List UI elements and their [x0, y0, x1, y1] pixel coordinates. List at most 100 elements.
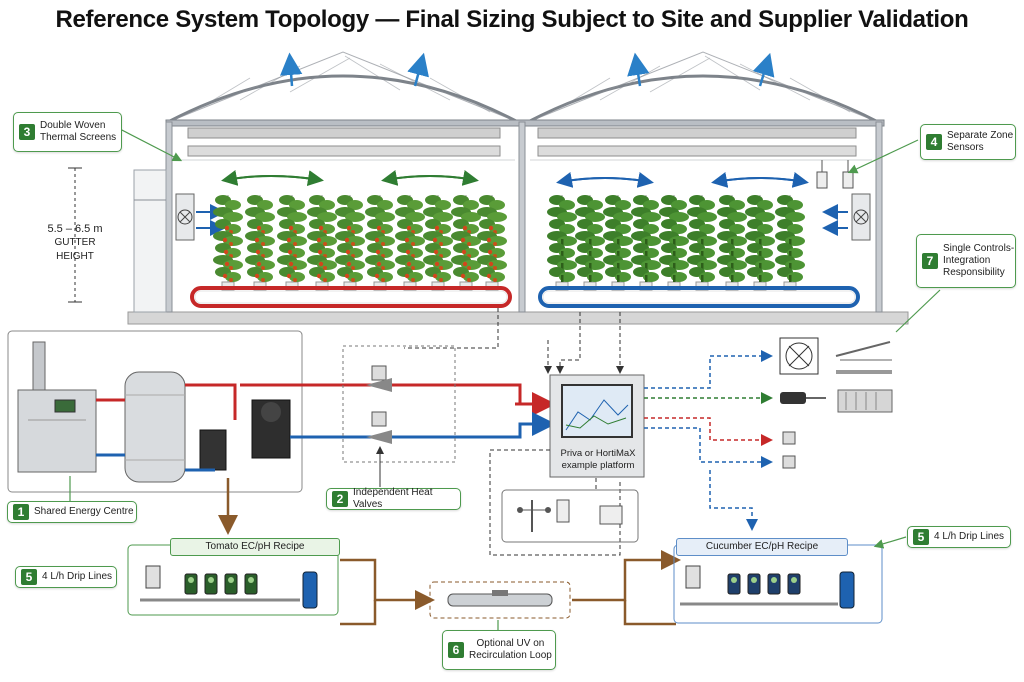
cucumber-recipe-label: Cucumber EC/pH Recipe — [676, 538, 848, 556]
callout-heat-valves: 2 Independent Heat Valves — [326, 487, 461, 510]
callout-number: 3 — [19, 124, 35, 140]
tomato-recipe-label: Tomato EC/pH Recipe — [170, 538, 340, 556]
uv-unit-icon — [447, 590, 553, 607]
thermal-screens — [187, 127, 857, 157]
tomato-plant-icon — [395, 195, 425, 291]
dosing-pump-icon — [747, 573, 761, 595]
cucumber-plant-icon — [687, 195, 717, 291]
callout-text: Sensors — [947, 142, 984, 153]
cucumber-plant-icon — [659, 195, 689, 291]
weather-station-icon — [517, 499, 623, 532]
fertigation-controller-icon — [685, 565, 701, 589]
callout-text: 4 L/h Drip Lines — [42, 571, 113, 582]
tomato-plant-icon — [335, 195, 365, 291]
heater-unit-icon — [837, 389, 893, 413]
tomato-plant-icon — [277, 195, 307, 291]
buffer-tank-icon — [124, 371, 186, 483]
callout-leaders — [69, 127, 941, 630]
cucumber-plant-icon — [775, 195, 805, 291]
callout-energy-centre: 1 Shared Energy Centre — [7, 501, 137, 523]
vent-motor-icon — [780, 392, 826, 404]
callout-number: 7 — [922, 253, 938, 269]
sensor-icon — [816, 160, 854, 189]
cucumber-plant-icon — [575, 195, 605, 291]
dosing-pump-icon — [767, 573, 781, 595]
valve-icon — [782, 431, 796, 469]
fertigation-controller-icon — [145, 565, 161, 589]
heating-pipe-loop-cucumber — [538, 286, 860, 308]
callout-number: 5 — [913, 529, 929, 545]
valve-icon — [366, 365, 392, 444]
tomato-plant-icon — [307, 195, 337, 291]
diagram-title: Reference System Topology — Final Sizing… — [55, 6, 969, 33]
vent-arrows — [279, 52, 775, 87]
cucumber-plant-icon — [717, 195, 747, 291]
callout-number: 5 — [21, 569, 37, 585]
tomato-plant-icon — [245, 195, 275, 291]
callout-drip-lines-cucumber: 5 4 L/h Drip Lines — [907, 526, 1011, 548]
tomato-plant-icon — [213, 195, 243, 291]
callout-text: Integration — [943, 255, 991, 266]
gutter-height-word: HEIGHT — [56, 251, 94, 262]
filter-icon — [302, 571, 855, 609]
callout-text: Shared Energy Centre — [34, 506, 134, 517]
output-signal-lines — [644, 350, 773, 531]
energy-centre-frame — [7, 330, 303, 493]
dosing-units — [140, 565, 838, 606]
platform-line: Priva or HortiMaX — [560, 448, 636, 459]
weather-station-frame — [501, 489, 639, 543]
cucumber-plant-icon — [603, 195, 633, 291]
heating-pipe-loop-tomato — [190, 286, 512, 308]
uv-frame — [429, 581, 571, 619]
control-signal-lines — [404, 308, 624, 556]
dosing-pump-icon — [224, 573, 238, 595]
controller-platform-label: Priva or HortiMaX example platform — [553, 448, 643, 472]
callout-number: 4 — [926, 134, 942, 150]
dosing-pump-icon — [727, 573, 741, 595]
callout-number: 2 — [332, 491, 348, 507]
callout-text: 4 L/h Drip Lines — [934, 531, 1005, 542]
cucumber-plant-icon — [745, 195, 775, 291]
callout-text: Independent Heat Valves — [353, 487, 433, 510]
heat-valve-frame — [342, 345, 456, 463]
crop-rows — [213, 195, 805, 291]
callout-text: Optional UV on — [476, 638, 545, 649]
dosing-pump-icon — [184, 573, 198, 595]
gutter-height-word: GUTTER — [54, 237, 96, 248]
gutter-height-label: 5.5 – 6.5 m GUTTER HEIGHT — [40, 222, 110, 264]
callout-text: Single Controls- — [943, 243, 1015, 254]
platform-line: example platform — [561, 460, 635, 471]
callout-text: Double Woven — [40, 120, 106, 131]
tomato-plant-icon — [423, 195, 453, 291]
fan-icon — [779, 337, 819, 375]
dosing-pump-icon — [244, 573, 258, 595]
callout-text: Responsibility — [943, 267, 1005, 278]
callout-text: Recirculation Loop — [469, 650, 552, 661]
tomato-plant-icon — [477, 195, 507, 291]
vent-icon — [835, 341, 892, 374]
greenhouse-structure — [127, 51, 909, 325]
dosing-pump-icon — [204, 573, 218, 595]
cucumber-plant-icon — [631, 195, 661, 291]
callout-number: 1 — [13, 504, 29, 520]
dosing-pump-icon — [787, 573, 801, 595]
feed-pipes — [218, 478, 681, 626]
gutter-height-dimension — [68, 167, 82, 303]
tomato-plant-icon — [365, 195, 395, 291]
boiler-icon — [17, 341, 97, 473]
fan-icon — [175, 193, 195, 241]
callout-text: Separate Zone — [947, 130, 1014, 141]
callout-text: Thermal Screens — [40, 132, 117, 143]
callout-drip-lines-tomato: 5 4 L/h Drip Lines — [15, 566, 117, 588]
callout-number: 6 — [448, 642, 464, 658]
controller-icon — [549, 374, 645, 478]
gutter-height-value: 5.5 – 6.5 m — [47, 223, 103, 235]
cucumber-plant-icon — [547, 195, 577, 291]
pump-icon — [199, 399, 291, 471]
